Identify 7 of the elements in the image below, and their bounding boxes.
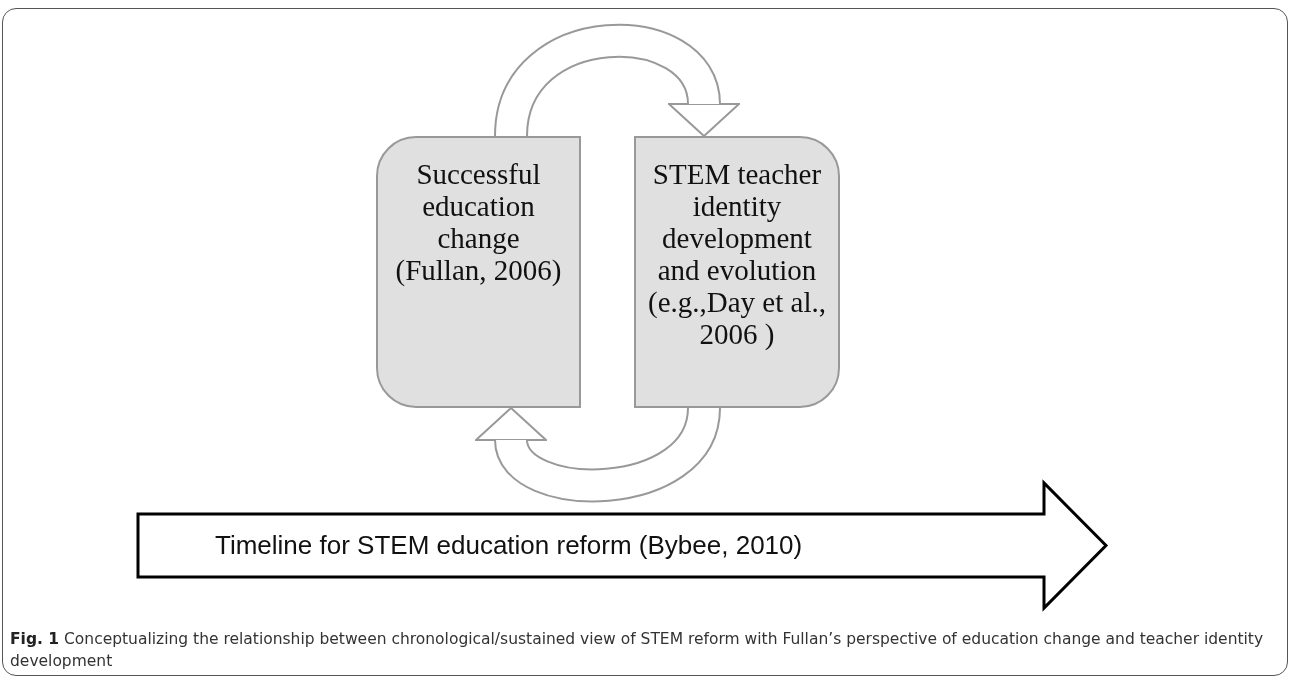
rounded-box xyxy=(634,136,840,408)
arrow-text: Timeline for STEM education reform (Bybee, 2010) xyxy=(215,530,803,561)
box-text: STEM teacher identity development and evolution (e.g.,Day et al., 2006 ) xyxy=(647,158,827,350)
figure-caption: Fig. 1 Conceptualizing the relationship between chronological/sustained view of STEM reform with Fullan’s perspective of education change and teacher identity development xyxy=(10,629,1265,672)
box-text: Successful education change (Fullan, 2006) xyxy=(394,158,563,286)
block-arrow xyxy=(137,482,1107,609)
rounded-box xyxy=(376,136,581,408)
